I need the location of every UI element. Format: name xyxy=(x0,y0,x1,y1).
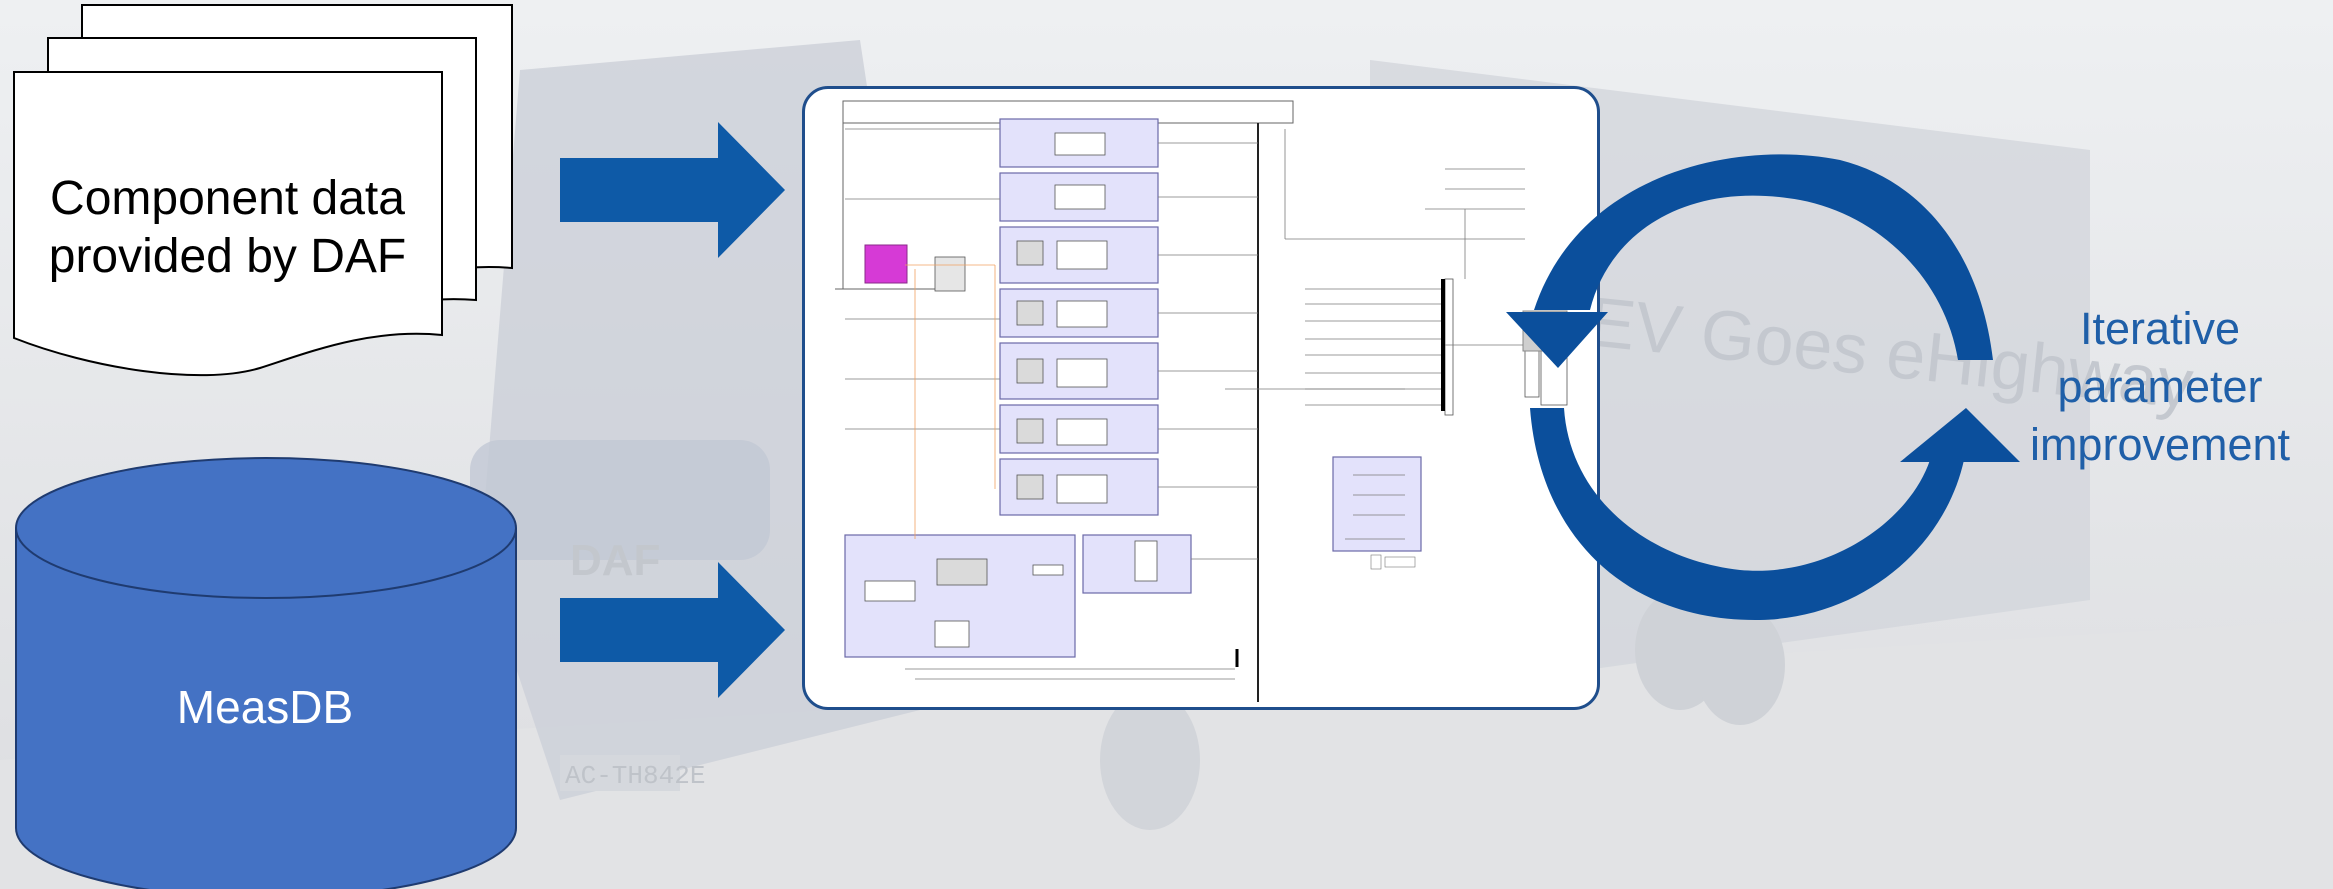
right-arrow-icon xyxy=(560,122,785,258)
svg-text:AC-TH842E: AC-TH842E xyxy=(565,761,705,791)
iteration-label-line3: improvement xyxy=(2029,419,2291,470)
iteration-label: Iterative parameter improvement xyxy=(2015,300,2305,474)
documents-label: Component data provided by DAF xyxy=(20,170,435,286)
database-label: MeasDB xyxy=(176,681,354,733)
documents-label-line2: provided by DAF xyxy=(48,230,407,283)
documents-label-line1: Component data xyxy=(50,172,405,225)
simulink-model-icon xyxy=(835,100,1568,702)
iteration-label-line2: parameter xyxy=(2057,361,2263,412)
right-arrow-icon xyxy=(560,562,785,698)
stacked-documents-icon xyxy=(13,4,513,377)
circular-arrows-icon xyxy=(1506,154,2020,621)
pink-block xyxy=(864,244,908,284)
model-diagram-panel xyxy=(802,86,1600,710)
database-cylinder-icon xyxy=(15,457,517,889)
iteration-label-line1: Iterative xyxy=(2079,303,2241,354)
svg-text:DAF: DAF xyxy=(570,536,660,585)
